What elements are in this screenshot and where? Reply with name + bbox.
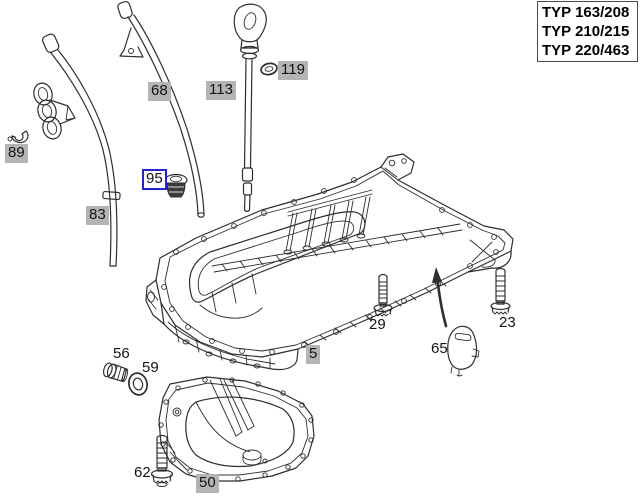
- part-95-grommet-drawing: [164, 173, 188, 198]
- part-113-dipstick-drawing: [233, 3, 267, 212]
- part-label-65[interactable]: 65: [431, 340, 448, 357]
- part-56-drain-plug-drawing: [102, 362, 129, 383]
- part-59-sealing-ring-drawing: [128, 372, 148, 396]
- part-62-bolt-drawing: [150, 434, 174, 487]
- type-box-line-3: TYP 220/463: [542, 42, 630, 59]
- part-label-5[interactable]: 5: [306, 345, 321, 364]
- type-box-line-1: TYP 163/208: [542, 4, 630, 21]
- part-29-bolt-drawing: [373, 273, 393, 317]
- type-box-line-2: TYP 210/215: [542, 23, 630, 40]
- part-label-89[interactable]: 89: [5, 144, 28, 163]
- part-label-62[interactable]: 62: [134, 464, 151, 481]
- part-5-upper-oil-pan-drawing: [145, 153, 514, 371]
- part-23-bolt-drawing: [490, 267, 511, 315]
- part-50-lower-oil-pan-drawing: [158, 376, 315, 482]
- arrow-65-pointer: [432, 267, 448, 328]
- part-119-seal-ring-drawing: [260, 62, 278, 76]
- part-label-95[interactable]: 95: [142, 169, 167, 190]
- part-label-50[interactable]: 50: [196, 474, 219, 493]
- part-label-68[interactable]: 68: [148, 82, 171, 101]
- part-label-59[interactable]: 59: [142, 359, 159, 376]
- part-83-guide-tube-drawing: [41, 33, 121, 267]
- part-label-119[interactable]: 119: [278, 61, 308, 80]
- part-label-83[interactable]: 83: [86, 206, 109, 225]
- type-box: TYP 163/208 TYP 210/215 TYP 220/463: [537, 1, 638, 62]
- part-label-23[interactable]: 23: [499, 314, 516, 331]
- part-label-113[interactable]: 113: [206, 81, 236, 100]
- part-label-56[interactable]: 56: [113, 345, 130, 362]
- part-89-bracket-drawing: [7, 82, 76, 144]
- part-label-29[interactable]: 29: [369, 316, 386, 333]
- part-65-baffle-drawing: [447, 325, 480, 377]
- part-68-guide-tube-drawing: [117, 0, 205, 218]
